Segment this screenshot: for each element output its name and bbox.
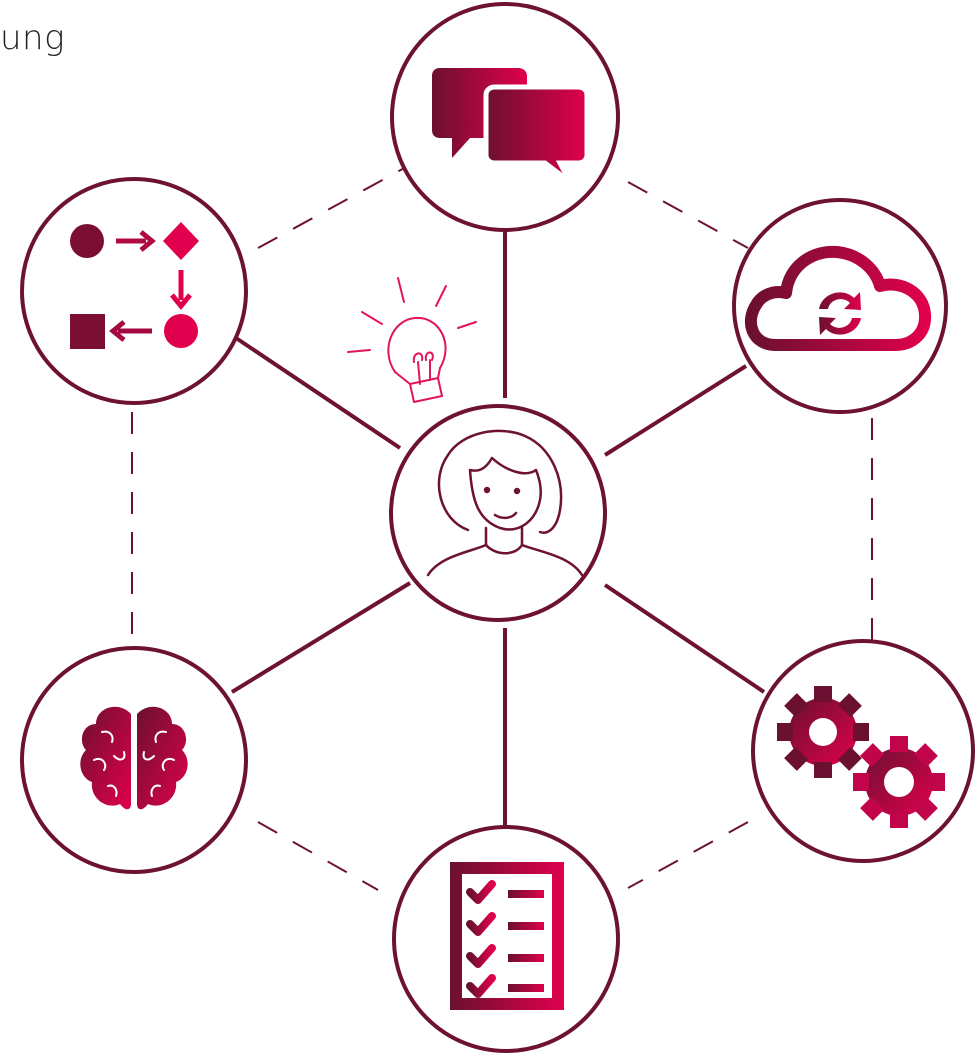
checklist-icon (450, 862, 564, 1010)
spokes (230, 232, 766, 828)
spoke-bottom-left (230, 581, 412, 694)
spoke-top-left (234, 336, 402, 450)
chat-bubbles-icon (432, 68, 590, 184)
dashed-edge-tl-top (257, 165, 409, 249)
dashed-hexagon (131, 165, 873, 891)
person-icon (426, 429, 584, 577)
process-flow-icon (70, 222, 199, 349)
node-top-right-circle (732, 198, 948, 414)
node-center-circle (389, 404, 607, 622)
spoke-top-right (603, 364, 748, 457)
node-bottom-left-circle (20, 646, 248, 874)
header-fragment-text: ung (0, 18, 66, 58)
dashed-edge-br-bottom (627, 821, 749, 889)
spoke-bottom-right (603, 583, 766, 694)
dashed-edge-top-tr (627, 181, 749, 249)
node-top-left-circle (20, 177, 248, 405)
dashed-edge-bottom-bl (257, 821, 379, 891)
gears-icon (777, 686, 945, 828)
brain-icon (80, 706, 188, 810)
cloud-sync-icon (744, 245, 931, 351)
node-bottom-right-circle (751, 639, 975, 863)
lightbulb-icon (347, 277, 477, 403)
